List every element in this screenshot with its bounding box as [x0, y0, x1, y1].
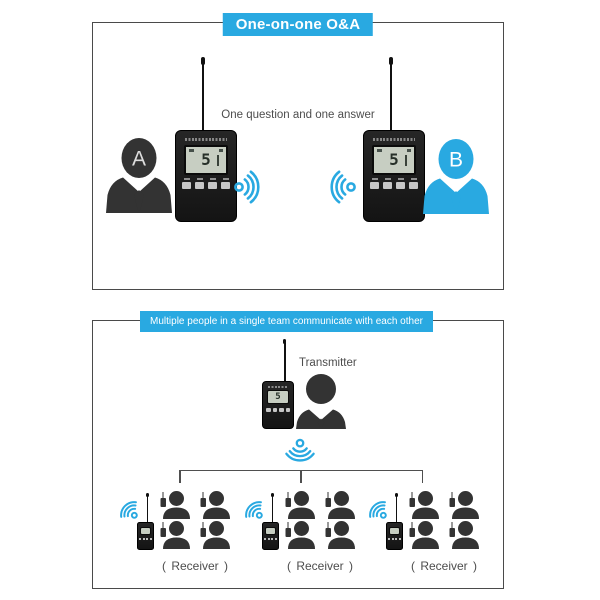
device-screen: 5: [267, 390, 289, 404]
person-a-head: [121, 138, 157, 178]
panel-one-title-badge: One-on-one O&A: [222, 13, 374, 36]
transmitter-device-left: 5: [175, 57, 237, 222]
device-brand-text: [185, 138, 227, 141]
radio-waves-right-icon: [234, 170, 260, 204]
lcd-segment: [405, 155, 407, 166]
device-brand-text: [373, 138, 415, 141]
presenter-head: [306, 374, 336, 404]
device-buttons: [138, 538, 153, 540]
receiver-device: [262, 493, 279, 550]
receiver-device: [137, 493, 154, 550]
panel-one-on-one: One-on-one O&A One question and one answ…: [92, 13, 504, 290]
receiver-device: [386, 493, 403, 550]
audience-member: [200, 521, 230, 549]
presenter-tie: [317, 418, 325, 429]
audience-member: [325, 491, 355, 519]
branch-drop-right: [421, 471, 423, 483]
audience-member: [160, 491, 190, 519]
audience-member: [160, 521, 190, 549]
receiver-caption: ( Receiver ): [410, 559, 477, 573]
antenna-icon: [146, 493, 150, 522]
branch-drop-center: [300, 471, 302, 483]
person-b-tie: [451, 191, 461, 214]
lcd-segment: [217, 155, 219, 166]
antenna-icon: [271, 493, 275, 522]
receiving-waves-icon: [120, 501, 138, 519]
person-a-label: A: [132, 148, 146, 171]
channel-value: 5: [201, 150, 211, 169]
panel-two-title: Multiple people in a single team communi…: [150, 316, 423, 327]
person-b: B: [423, 139, 489, 214]
person-a-tie: [134, 190, 144, 213]
transmitter-label: Transmitter: [299, 357, 357, 369]
device-buttons: [364, 178, 424, 189]
downlink-waves-icon: [285, 438, 315, 462]
audience-member: [200, 491, 230, 519]
radio-waves-left-icon: [330, 170, 356, 204]
antenna-icon: [201, 57, 205, 130]
person-b-head: [438, 139, 474, 179]
person-a: A: [106, 138, 172, 213]
transmitter-device: 5: [262, 339, 294, 429]
device-brand-text: [268, 386, 288, 388]
audience-member: [409, 521, 439, 549]
presenter-body: [296, 409, 346, 429]
audience-member: [409, 491, 439, 519]
receiver-group: ( Receiver ): [241, 489, 359, 583]
device-body: [137, 522, 154, 550]
device-body: [262, 522, 279, 550]
device-screen: [265, 527, 276, 535]
channel-value: 5: [389, 150, 399, 169]
device-buttons: [176, 178, 236, 189]
device-buttons: [387, 538, 402, 540]
audience-member: [285, 491, 315, 519]
device-screen: 5: [184, 145, 228, 175]
audience-member: [449, 491, 479, 519]
panel-multi-team: Multiple people in a single team communi…: [92, 311, 504, 589]
audience-member: [449, 521, 479, 549]
device-body: [386, 522, 403, 550]
receiving-waves-icon: [245, 501, 263, 519]
device-buttons: [263, 538, 278, 540]
person-b-label: B: [449, 149, 463, 172]
receiver-caption: ( Receiver ): [161, 559, 228, 573]
antenna-icon: [283, 339, 286, 381]
receiver-group: ( Receiver ): [365, 489, 483, 583]
audience-member: [325, 521, 355, 549]
receiver-caption: ( Receiver ): [286, 559, 353, 573]
device-body: 5: [175, 130, 237, 222]
antenna-icon: [395, 493, 399, 522]
antenna-icon: [389, 57, 393, 130]
receiver-group: ( Receiver ): [116, 489, 234, 583]
panel-two-title-badge: Multiple people in a single team communi…: [140, 311, 433, 332]
device-screen: [389, 527, 400, 535]
transmitter-device-right: 5: [363, 57, 425, 222]
audience-member: [285, 521, 315, 549]
device-screen: [140, 527, 151, 535]
device-screen: 5: [372, 145, 416, 175]
distribution-line: [179, 470, 423, 484]
device-body: 5: [363, 130, 425, 222]
branch-drop-left: [179, 471, 181, 483]
channel-value: 5: [275, 391, 281, 402]
qa-caption: One question and one answer: [221, 109, 375, 121]
receiving-waves-icon: [369, 501, 387, 519]
device-buttons: [263, 408, 293, 412]
device-body: 5: [262, 381, 294, 429]
panel-one-title: One-on-one O&A: [235, 16, 361, 33]
transmitter-person: [296, 374, 346, 429]
